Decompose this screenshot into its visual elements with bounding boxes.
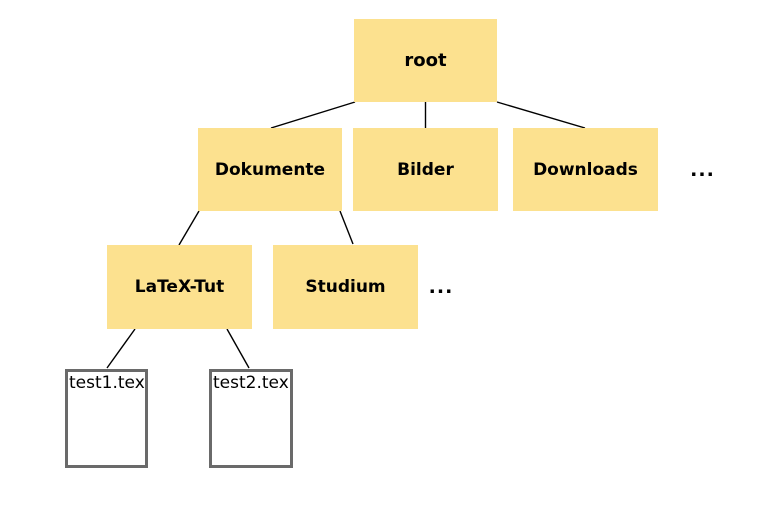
edge-dokumente-studium	[339, 210, 354, 245]
edge-latex-tut-test2	[226, 328, 250, 369]
node-bilder: Bilder	[353, 128, 498, 211]
node-downloads: Downloads	[513, 128, 658, 211]
node-file-test2: test2.tex	[209, 369, 293, 468]
edge-latex-tut-test1	[106, 328, 136, 369]
node-dokumente: Dokumente	[198, 128, 342, 211]
ellipsis-level-1: ...	[690, 158, 715, 181]
edge-dokumente-latex-tut	[178, 210, 200, 246]
edge-root-dokumente	[270, 101, 356, 129]
node-latex-tut: LaTeX-Tut	[107, 245, 252, 329]
node-studium: Studium	[273, 245, 418, 329]
edge-root-downloads	[496, 101, 586, 129]
ellipsis-level-2: ...	[428, 276, 454, 298]
node-file-test1: test1.tex	[65, 369, 148, 468]
node-root: root	[354, 19, 497, 102]
